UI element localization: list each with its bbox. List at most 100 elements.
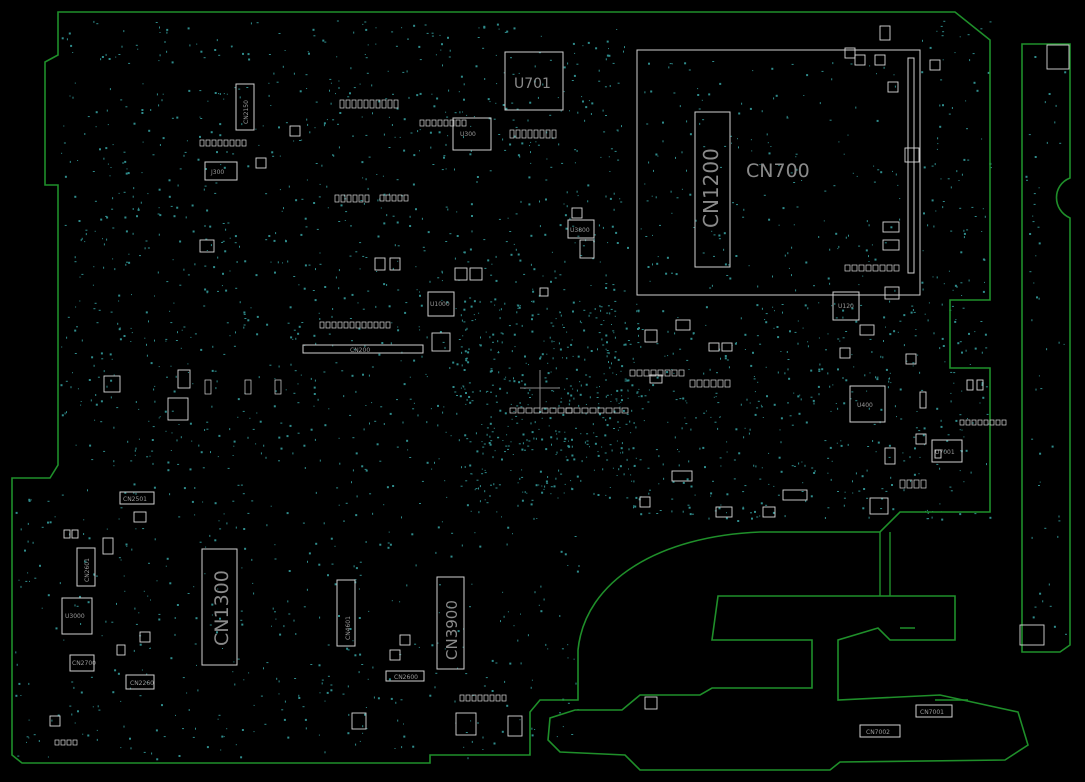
passive-outline [352,194,358,203]
pad [244,260,247,263]
pad [611,225,614,228]
pad [431,32,434,34]
pad [571,438,573,441]
pad [600,156,602,158]
pad [513,380,516,383]
pad [729,277,732,280]
pad [969,59,971,62]
pad [489,435,491,438]
pad [625,423,628,425]
cn7002-outline [859,724,901,738]
pad [178,516,181,518]
pad [948,113,951,115]
pad [514,346,516,348]
pad [817,385,820,388]
pad [253,704,255,706]
pad [100,400,103,403]
pad [566,191,568,194]
pad [266,662,269,664]
cn200-outline [302,344,424,354]
pad [545,480,548,483]
pad [233,445,235,447]
pad [513,625,515,627]
pad [182,728,184,730]
pad [608,496,611,499]
pad [443,156,445,159]
pad [171,410,174,412]
pad [966,128,968,130]
pad [486,390,489,392]
pad [319,263,322,265]
pad [545,401,547,403]
pad [368,374,370,377]
pad [250,307,252,309]
pad [791,63,794,65]
pad [754,510,756,513]
pad [531,727,533,730]
component-outline [782,489,808,501]
pad [154,339,155,342]
pad [617,429,619,431]
pad [194,333,197,335]
pad [144,247,146,250]
pad [669,63,672,65]
pad [545,179,548,181]
pad [295,337,297,340]
pad [560,449,563,451]
pad [493,358,496,360]
pad [106,216,109,219]
pad [882,356,884,359]
passive-outline [325,321,331,329]
pad [396,446,399,448]
pad [942,31,945,33]
pad [80,401,82,402]
pad [477,37,480,38]
pad [401,27,403,29]
pad [511,350,513,353]
component-outline [884,447,896,465]
pad [406,70,408,73]
pad [170,657,173,660]
pad [233,661,235,663]
pad [934,163,936,166]
pad [956,285,958,288]
pad [355,514,358,517]
pad [383,193,386,196]
pad [367,44,369,46]
pad [596,392,599,394]
pad [617,358,620,361]
pad [671,272,673,274]
pad [79,300,81,302]
pad [318,664,321,667]
pad [412,745,415,748]
pad [950,400,952,403]
pad [928,302,930,304]
pad [574,162,576,164]
pad [764,319,766,320]
component-outline [539,287,549,297]
pad [784,372,786,375]
pad [379,460,382,462]
pad [301,322,304,323]
pad [913,311,916,313]
pad [662,121,664,124]
pad [419,59,422,61]
passive-outline [893,264,900,272]
pad [192,736,195,738]
pad [218,434,221,437]
pad [203,188,205,191]
cn4601-label: CN4601 [345,616,352,640]
pad [810,396,813,398]
pad [943,283,945,285]
pad [585,412,587,415]
pad [237,416,239,418]
pad [187,363,189,365]
pad [777,371,779,374]
pad [959,207,962,209]
pad [101,358,104,360]
pad [293,392,296,394]
pad [278,436,281,439]
pad [214,539,217,542]
pad [507,611,509,613]
